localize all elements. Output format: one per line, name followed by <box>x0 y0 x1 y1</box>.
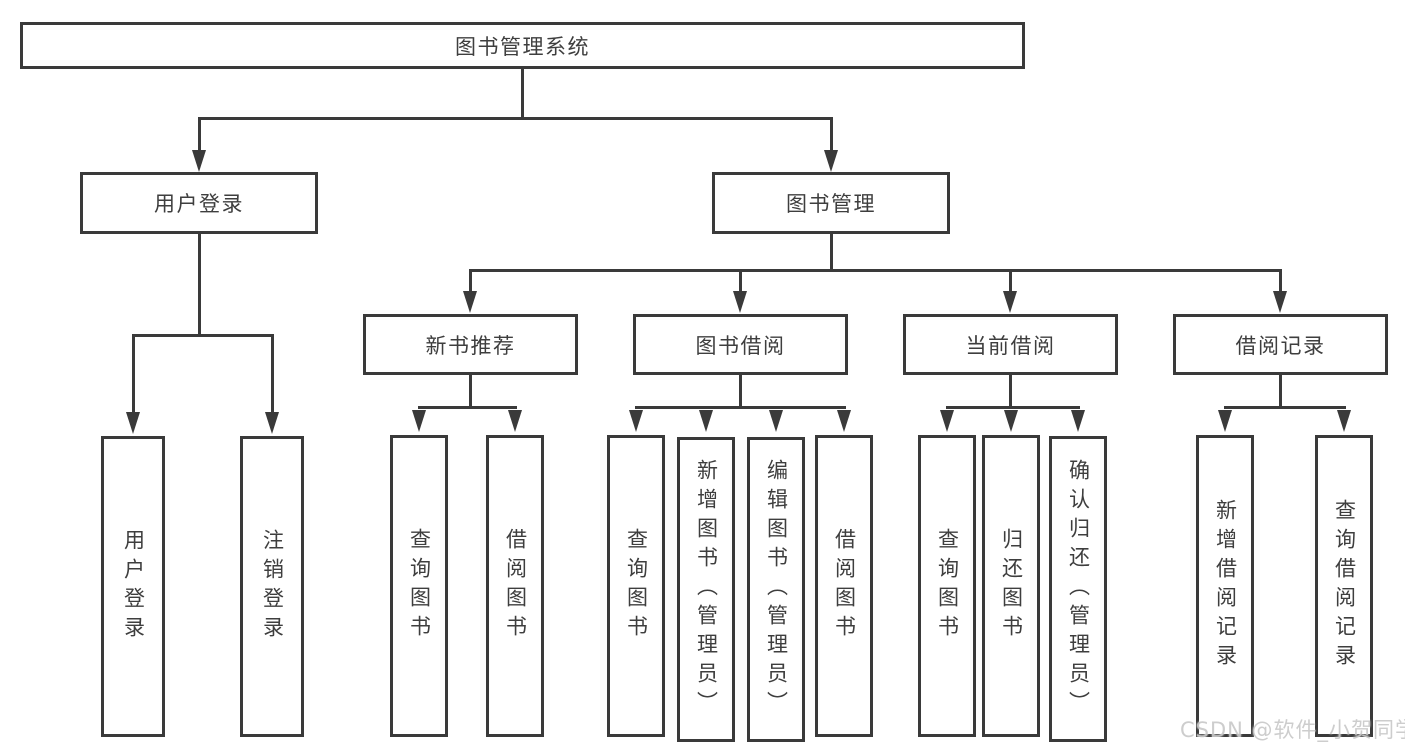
csdn-watermark: CSDN @软件_小贺同学 <box>1180 718 1405 742</box>
node-book-borrow: 图书借阅 <box>633 314 848 375</box>
leaf-bookborrow-add-admin: 新增图书（管理员） <box>677 437 735 742</box>
connector-hline <box>946 406 1080 409</box>
leaf-current-confirm-return-admin-label: 确认归还（管理员） <box>1066 458 1091 720</box>
connector-vline <box>830 233 833 271</box>
node-user-login: 用户登录 <box>80 172 318 234</box>
arrowhead-down-icon <box>769 410 783 432</box>
connector-vline <box>271 334 274 412</box>
leaf-record-add-label: 新增借阅记录 <box>1213 499 1238 673</box>
leaf-bookborrow-add-admin-label: 新增图书（管理员） <box>694 459 719 720</box>
leaf-current-query: 查询图书 <box>918 435 976 737</box>
connector-hline <box>469 269 1282 272</box>
connector-vline <box>521 68 524 118</box>
connector-vline <box>739 269 742 291</box>
leaf-logout-label: 注销登录 <box>260 528 285 645</box>
leaf-bookborrow-borrow-label: 借阅图书 <box>832 528 857 644</box>
connector-vline <box>132 334 135 412</box>
connector-vline <box>830 117 833 151</box>
connector-hline <box>198 117 832 120</box>
leaf-newbook-borrow: 借阅图书 <box>486 435 544 737</box>
node-root: 图书管理系统 <box>20 22 1025 69</box>
connector-hline <box>132 334 273 337</box>
node-current-borrow: 当前借阅 <box>903 314 1118 375</box>
leaf-logout: 注销登录 <box>240 436 304 737</box>
connector-vline <box>739 375 742 408</box>
leaf-newbook-query-label: 查询图书 <box>407 528 432 644</box>
connector-vline <box>469 375 472 408</box>
leaf-current-confirm-return-admin: 确认归还（管理员） <box>1049 436 1107 742</box>
arrowhead-down-icon <box>1004 410 1018 432</box>
arrowhead-down-icon <box>508 410 522 432</box>
leaf-newbook-borrow-label: 借阅图书 <box>503 528 528 644</box>
arrowhead-down-icon <box>463 291 477 313</box>
arrowhead-down-icon <box>412 410 426 432</box>
arrowhead-down-icon <box>837 410 851 432</box>
node-new-book-recommend: 新书推荐 <box>363 314 578 375</box>
leaf-current-query-label: 查询图书 <box>935 528 960 644</box>
arrowhead-down-icon <box>824 150 838 172</box>
connector-vline <box>1279 269 1282 291</box>
leaf-bookborrow-query: 查询图书 <box>607 435 665 737</box>
connector-vline <box>469 269 472 291</box>
node-borrow-record: 借阅记录 <box>1173 314 1388 375</box>
leaf-bookborrow-borrow: 借阅图书 <box>815 435 873 737</box>
leaf-bookborrow-query-label: 查询图书 <box>624 528 649 644</box>
arrowhead-down-icon <box>1071 410 1085 432</box>
leaf-current-return-label: 归还图书 <box>999 528 1024 644</box>
leaf-newbook-query: 查询图书 <box>390 435 448 737</box>
leaf-user-login: 用户登录 <box>101 436 165 737</box>
connector-hline <box>418 406 517 409</box>
arrowhead-down-icon <box>733 291 747 313</box>
leaf-record-add: 新增借阅记录 <box>1196 435 1254 737</box>
connector-vline <box>198 117 201 151</box>
arrowhead-down-icon <box>1003 291 1017 313</box>
arrowhead-down-icon <box>1273 291 1287 313</box>
leaf-bookborrow-edit-admin: 编辑图书（管理员） <box>747 437 805 742</box>
leaf-current-return: 归还图书 <box>982 435 1040 737</box>
leaf-record-query-label: 查询借阅记录 <box>1332 499 1357 673</box>
connector-vline <box>1009 269 1012 291</box>
connector-vline <box>1009 375 1012 408</box>
arrowhead-down-icon <box>265 412 279 434</box>
leaf-user-login-label: 用户登录 <box>121 528 146 645</box>
leaf-record-query: 查询借阅记录 <box>1315 435 1373 737</box>
node-book-management: 图书管理 <box>712 172 950 234</box>
connector-hline <box>635 406 846 409</box>
arrowhead-down-icon <box>1218 410 1232 432</box>
arrowhead-down-icon <box>1337 410 1351 432</box>
leaf-bookborrow-edit-admin-label: 编辑图书（管理员） <box>764 459 789 720</box>
arrowhead-down-icon <box>192 150 206 172</box>
connector-vline <box>1279 375 1282 408</box>
connector-vline <box>198 233 201 336</box>
arrowhead-down-icon <box>699 410 713 432</box>
arrowhead-down-icon <box>629 410 643 432</box>
connector-hline <box>1224 406 1346 409</box>
arrowhead-down-icon <box>126 412 140 434</box>
arrowhead-down-icon <box>940 410 954 432</box>
